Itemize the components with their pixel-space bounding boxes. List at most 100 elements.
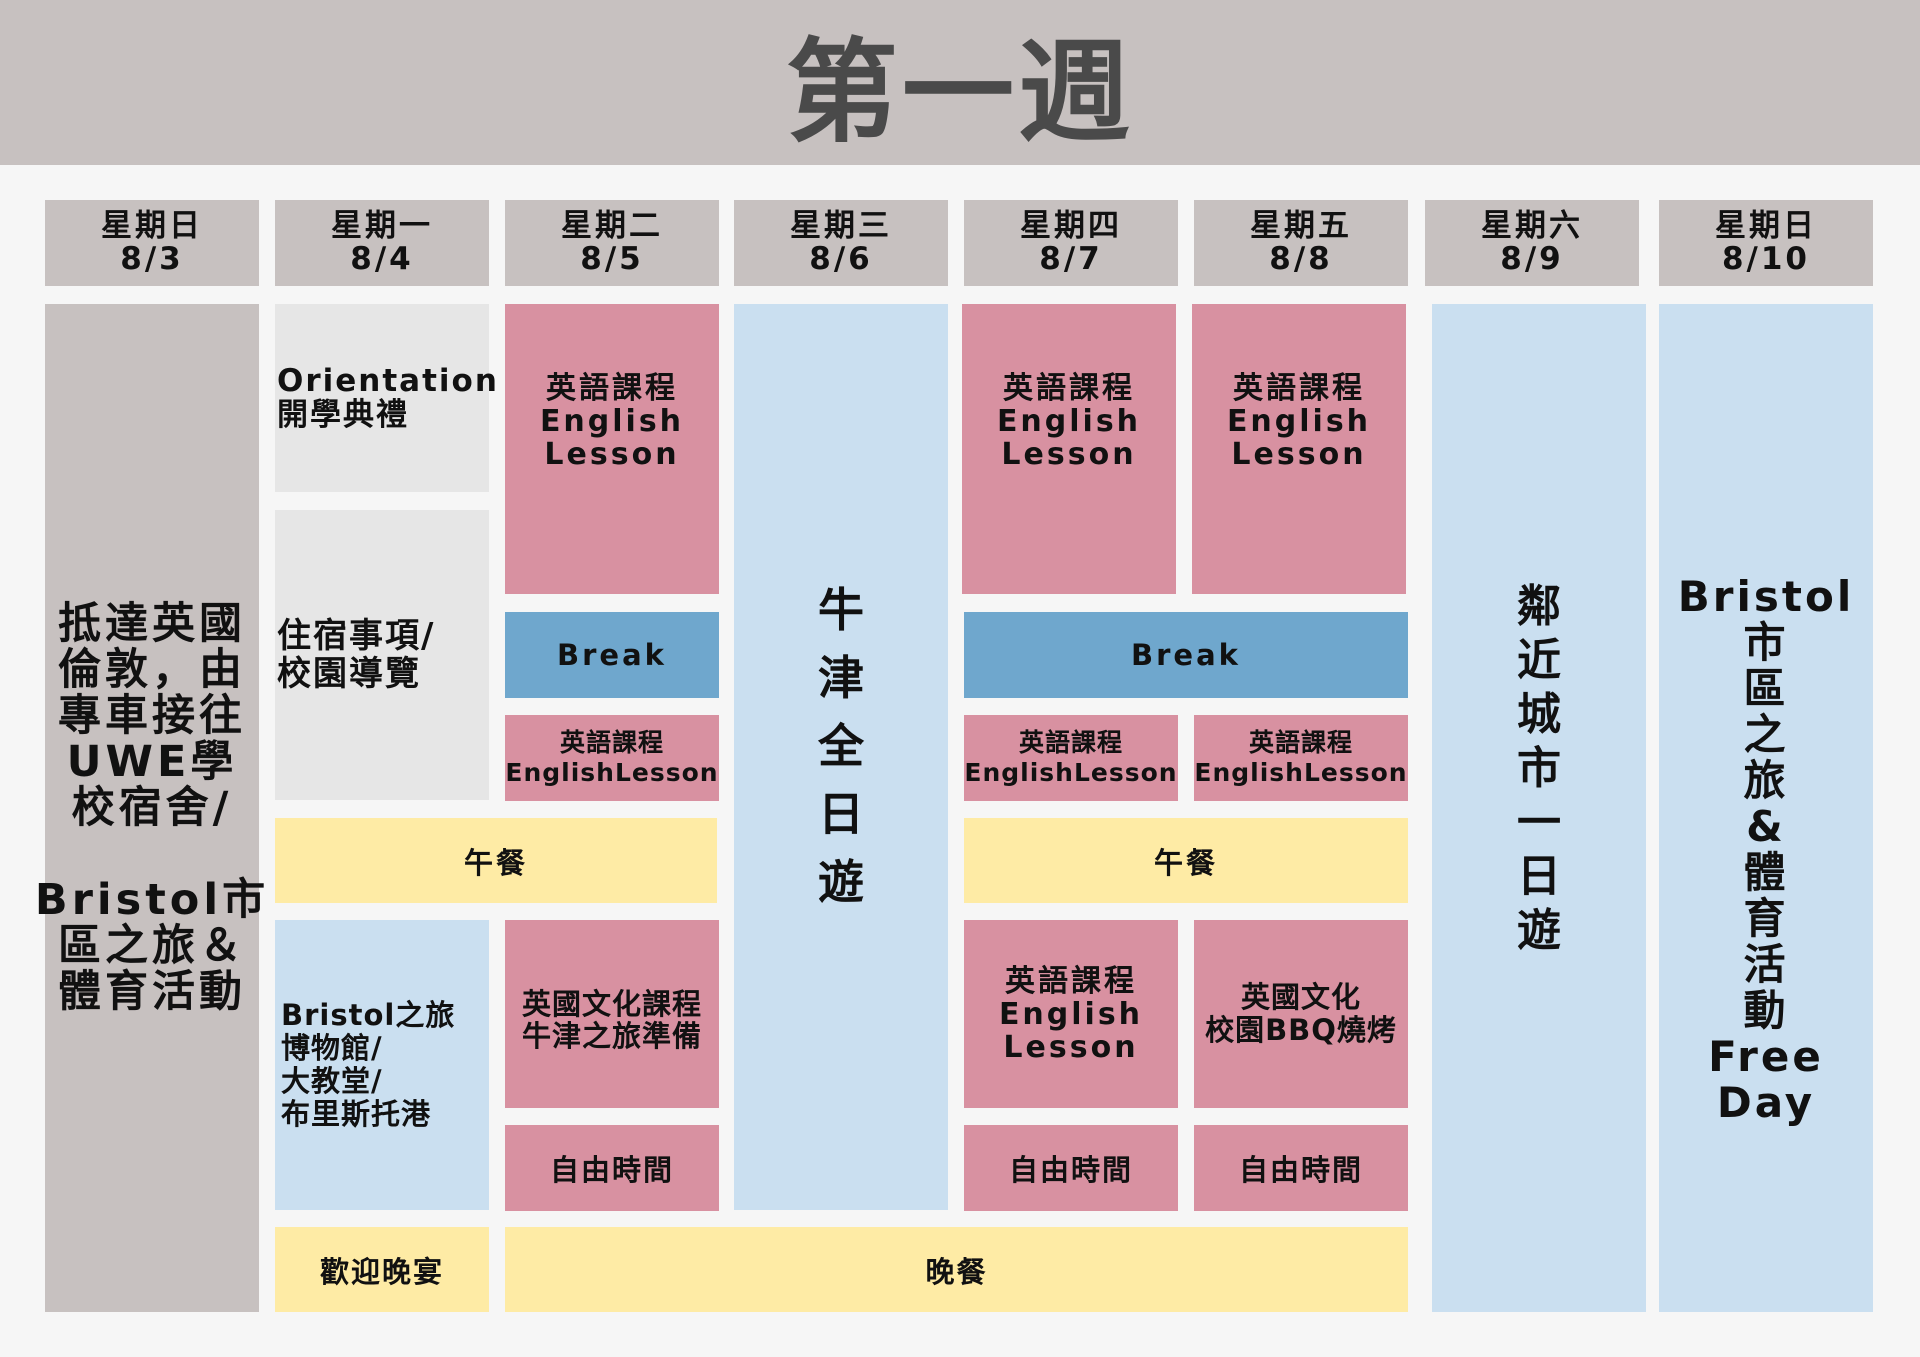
text-line: 市 [1517,743,1561,794]
text-line: 一 [1517,797,1561,848]
text-line: English [1226,404,1372,439]
fri-bbq: 英國文化 校園BBQ燒烤 [1194,920,1408,1108]
text-line: Lesson [1003,1029,1139,1065]
day-name: 星期三 [790,208,892,244]
text-line: 日 [818,787,864,841]
day-date: 8/5 [580,241,644,277]
tue-english-lesson-short: 英語課程 EnglishLesson [505,715,719,801]
sat-day-trip: 鄰 近 城 市 一 日 遊 [1432,304,1646,1312]
text-line: 全 [818,719,864,773]
text-line: 英語課程 [545,371,678,406]
text-line: Orientation [277,363,499,399]
text-line: 住宿事項/ [277,616,436,656]
day-date: 8/10 [1721,241,1811,277]
sun2-bristol-trip: Bristol 市 區 之 旅 & 體 育 活 動 Free Day [1659,304,1873,1312]
sun-arrival-block: 抵達英國 倫敦，由 專車接往 UWE學 校宿舍/ Bristol市 區之旅＆ 體… [35,304,265,1312]
text-line: 自由時間 [1008,1153,1133,1187]
text-line: English [539,404,685,439]
dinner-tue-fri: 晚餐 [505,1227,1408,1312]
text-line: 遊 [818,855,864,909]
text-line: English [996,404,1142,439]
day-header-fri: 星期五 8/8 [1194,200,1408,286]
day-name: 星期日 [101,208,203,244]
lunch-mon-tue: 午餐 [275,818,717,903]
text-line: 校宿舍/ [71,783,233,833]
lunch-thu-fri: 午餐 [964,818,1408,903]
text-line: 自由時間 [1238,1153,1363,1187]
wed-oxford-trip: 牛 津 全 日 遊 [734,304,948,1210]
thu-english-lesson: 英語課程 English Lesson [962,304,1176,594]
text-line: 布里斯托港 [281,1097,432,1131]
text-line: 開學典禮 [277,397,409,433]
page-title: 第一週 [786,27,1134,158]
thu-english-lesson-afternoon: 英語課程 English Lesson [964,920,1178,1108]
text-line: 市 [1743,618,1789,667]
text-line: 城 [1517,689,1561,740]
text-line: 區 [1743,664,1789,713]
tue-free-time: 自由時間 [505,1125,719,1211]
text-line: 英國文化課程 [521,987,702,1021]
text-line: 英語課程 [1248,728,1353,757]
mon-orientation: Orientation 開學典禮 [275,304,497,492]
day-header-thu: 星期四 8/7 [964,200,1178,286]
text-line: 育 [1743,894,1789,943]
text-line: EnglishLesson [1194,758,1408,787]
text-line: 旅 [1743,756,1789,805]
text-line: 動 [1743,986,1789,1035]
text-line: 抵達英國 [58,599,246,649]
mon-housing-tour: 住宿事項/ 校園導覽 [275,510,489,800]
text-line: Break [557,638,667,672]
text-line: UWE學 [66,737,238,787]
day-date: 8/6 [809,241,873,277]
text-line: 牛津之旅準備 [521,1019,702,1053]
fri-english-lesson-short: 英語課程 EnglishLesson [1194,715,1408,801]
day-date: 8/8 [1269,241,1333,277]
fri-english-lesson: 英語課程 English Lesson [1192,304,1406,594]
day-date: 8/7 [1039,241,1103,277]
text-line: 英國文化 [1240,980,1361,1014]
text-line: & [1746,802,1786,851]
text-line: 校園BBQ燒烤 [1205,1013,1397,1047]
welcome-dinner: 歡迎晚宴 [275,1227,489,1312]
thu-fri-break: Break [964,612,1408,698]
day-header-sat: 星期六 8/9 [1425,200,1639,286]
text-line: 遊 [1517,905,1561,956]
text-line: Lesson [1231,437,1367,472]
text-line: 體 [1743,848,1789,897]
text-line: 自由時間 [549,1153,674,1187]
text-line: 活 [1743,940,1789,989]
text-line: 校園導覽 [277,654,421,694]
text-line: 日 [1517,851,1561,902]
text-line: Break [1131,638,1241,672]
thu-free-time: 自由時間 [964,1125,1178,1211]
text-line: EnglishLesson [505,758,719,787]
tue-english-lesson: 英語課程 English Lesson [505,304,719,594]
text-line: Day [1716,1078,1816,1127]
text-line: Bristol市 [34,875,270,925]
text-line: 牛 [818,583,864,637]
day-date: 8/9 [1500,241,1564,277]
fri-free-time: 自由時間 [1194,1125,1408,1211]
day-name: 星期一 [331,208,433,244]
day-name: 星期日 [1715,208,1817,244]
text-line: Lesson [544,437,680,472]
text-line: 英語課程 [1018,728,1123,757]
mon-bristol-trip: Bristol之旅 博物館/ 大教堂/ 布里斯托港 [275,920,489,1210]
text-line: 之 [1743,710,1789,759]
text-line: 英語課程 [1232,371,1365,406]
text-line: 津 [818,651,864,705]
text-line: EnglishLesson [964,758,1178,787]
tue-break: Break [505,612,719,698]
text-line: 近 [1517,635,1561,686]
text-line: 午餐 [1153,845,1218,880]
thu-english-lesson-short: 英語課程 EnglishLesson [964,715,1178,801]
text-line: English [998,996,1144,1032]
day-name: 星期六 [1481,208,1583,244]
day-date: 8/3 [120,241,184,277]
day-header-tue: 星期二 8/5 [505,200,719,286]
day-date: 8/4 [350,241,414,277]
day-name: 星期四 [1020,208,1122,244]
day-name: 星期二 [561,208,663,244]
day-name: 星期五 [1250,208,1352,244]
text-line: Bristol之旅 [281,998,456,1032]
